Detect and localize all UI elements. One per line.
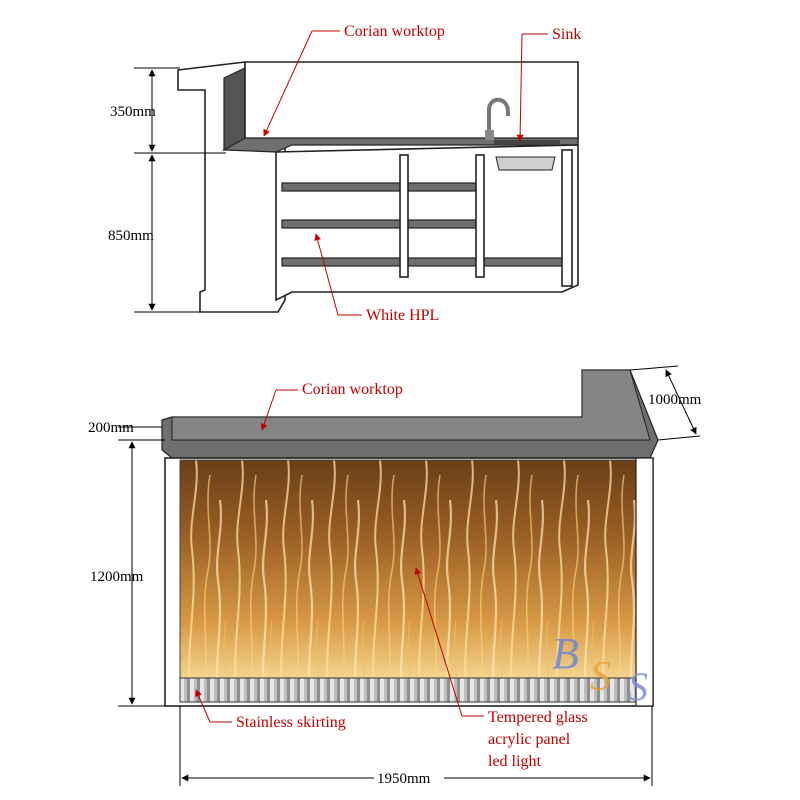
faucet-base	[485, 130, 494, 140]
label-corian-worktop-top: Corian worktop	[344, 23, 445, 40]
label-panel-line3: led light	[488, 753, 541, 770]
divider	[399, 154, 409, 278]
shelf	[281, 257, 403, 267]
svg-text:B: B	[552, 629, 579, 678]
svg-text:S: S	[590, 654, 611, 700]
label-corian-worktop-front: Corian worktop	[302, 381, 403, 398]
label-panel-line2: acrylic panel	[488, 731, 571, 748]
shelf	[407, 219, 477, 229]
dim-label-1200: 1200mm	[90, 569, 144, 585]
dim-label-350: 350mm	[110, 104, 156, 120]
label-sink: Sink	[552, 26, 581, 43]
bss-watermark-logo: B S S	[552, 629, 648, 709]
label-white-hpl: White HPL	[366, 307, 439, 324]
dim-label-1950: 1950mm	[377, 771, 431, 787]
stainless-skirting	[179, 677, 637, 703]
sink-rim	[494, 140, 560, 144]
svg-text:S: S	[628, 664, 648, 709]
dim-label-200: 200mm	[88, 420, 134, 436]
faucet	[487, 97, 510, 135]
top-view: 350mm 850mm Corian worktop Sink White HP…	[108, 23, 581, 324]
dim-arrow-1000	[665, 369, 697, 435]
front-worktop-top-face	[171, 369, 651, 441]
front-view: B S S 200mm 1200mm 1000mm 1950mm Corian …	[88, 365, 702, 787]
end-panel-inner-face	[223, 67, 246, 151]
back-splash	[244, 61, 579, 143]
divider	[475, 154, 485, 278]
shelf	[281, 219, 403, 229]
shelf	[483, 257, 565, 267]
label-stainless-skirting: Stainless skirting	[236, 714, 346, 731]
label-panel-line1: Tempered glass	[488, 709, 588, 726]
dim-label-1000: 1000mm	[648, 392, 702, 408]
shelf	[407, 257, 477, 267]
sink-basin	[495, 156, 556, 171]
shelf	[407, 182, 477, 192]
front-right-side	[635, 457, 654, 707]
dim-label-850: 850mm	[108, 228, 154, 244]
divider	[561, 149, 573, 287]
shelf	[281, 182, 403, 192]
led-flame-texture	[180, 460, 636, 678]
